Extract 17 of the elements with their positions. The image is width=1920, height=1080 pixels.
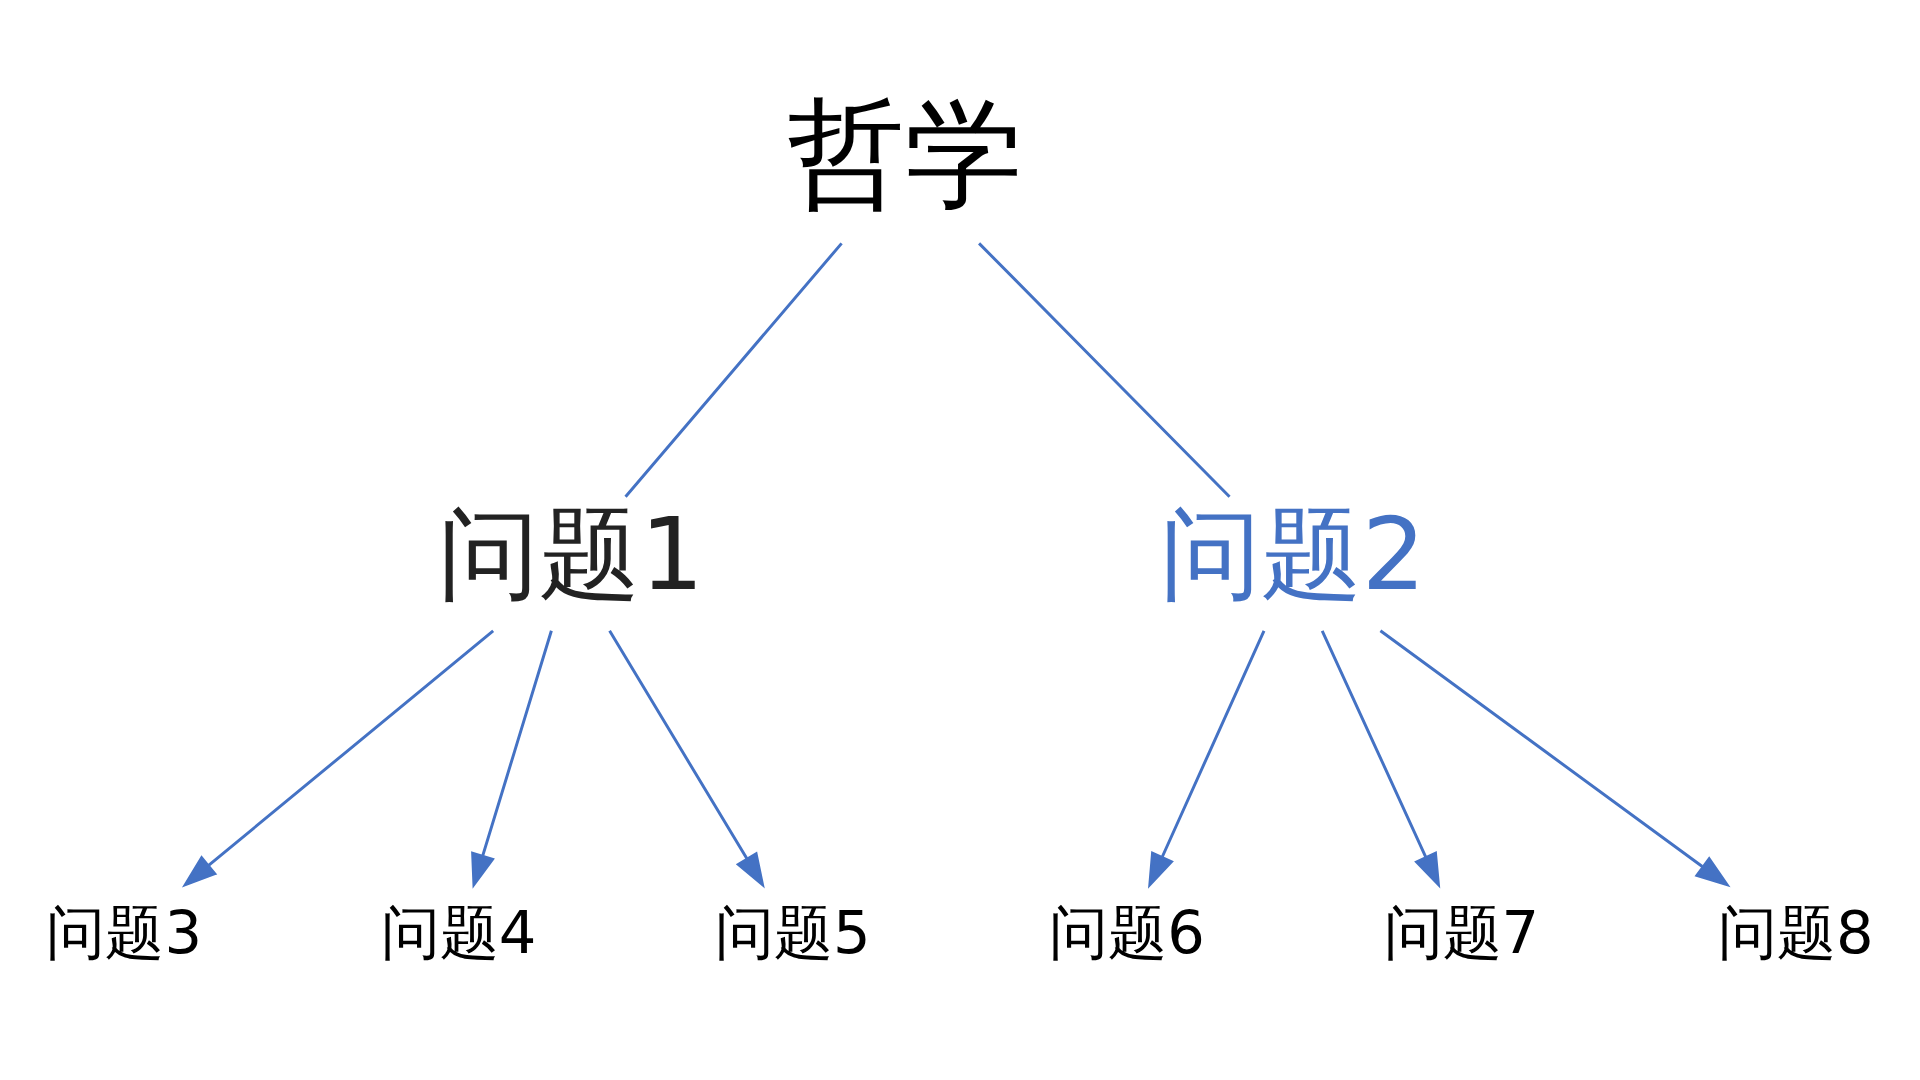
node-text: 问题8 xyxy=(1717,897,1874,967)
node-text: 问题3 xyxy=(46,897,203,967)
node-text: 问题6 xyxy=(1049,897,1205,967)
node-text: 问题2 xyxy=(1159,496,1426,614)
node-text: 问题1 xyxy=(437,496,704,614)
node-text: 问题5 xyxy=(715,897,871,967)
arrow xyxy=(1148,630,1266,889)
arrow xyxy=(1379,629,1731,888)
arrow xyxy=(181,629,495,888)
connector xyxy=(978,242,1231,498)
connector xyxy=(624,242,843,498)
arrow xyxy=(1320,630,1441,889)
arrow xyxy=(608,630,765,889)
node-text: 问题7 xyxy=(1383,897,1540,967)
node-text: 问题4 xyxy=(380,897,537,967)
arrow xyxy=(471,630,553,889)
node-text: 哲学 xyxy=(787,85,1024,224)
